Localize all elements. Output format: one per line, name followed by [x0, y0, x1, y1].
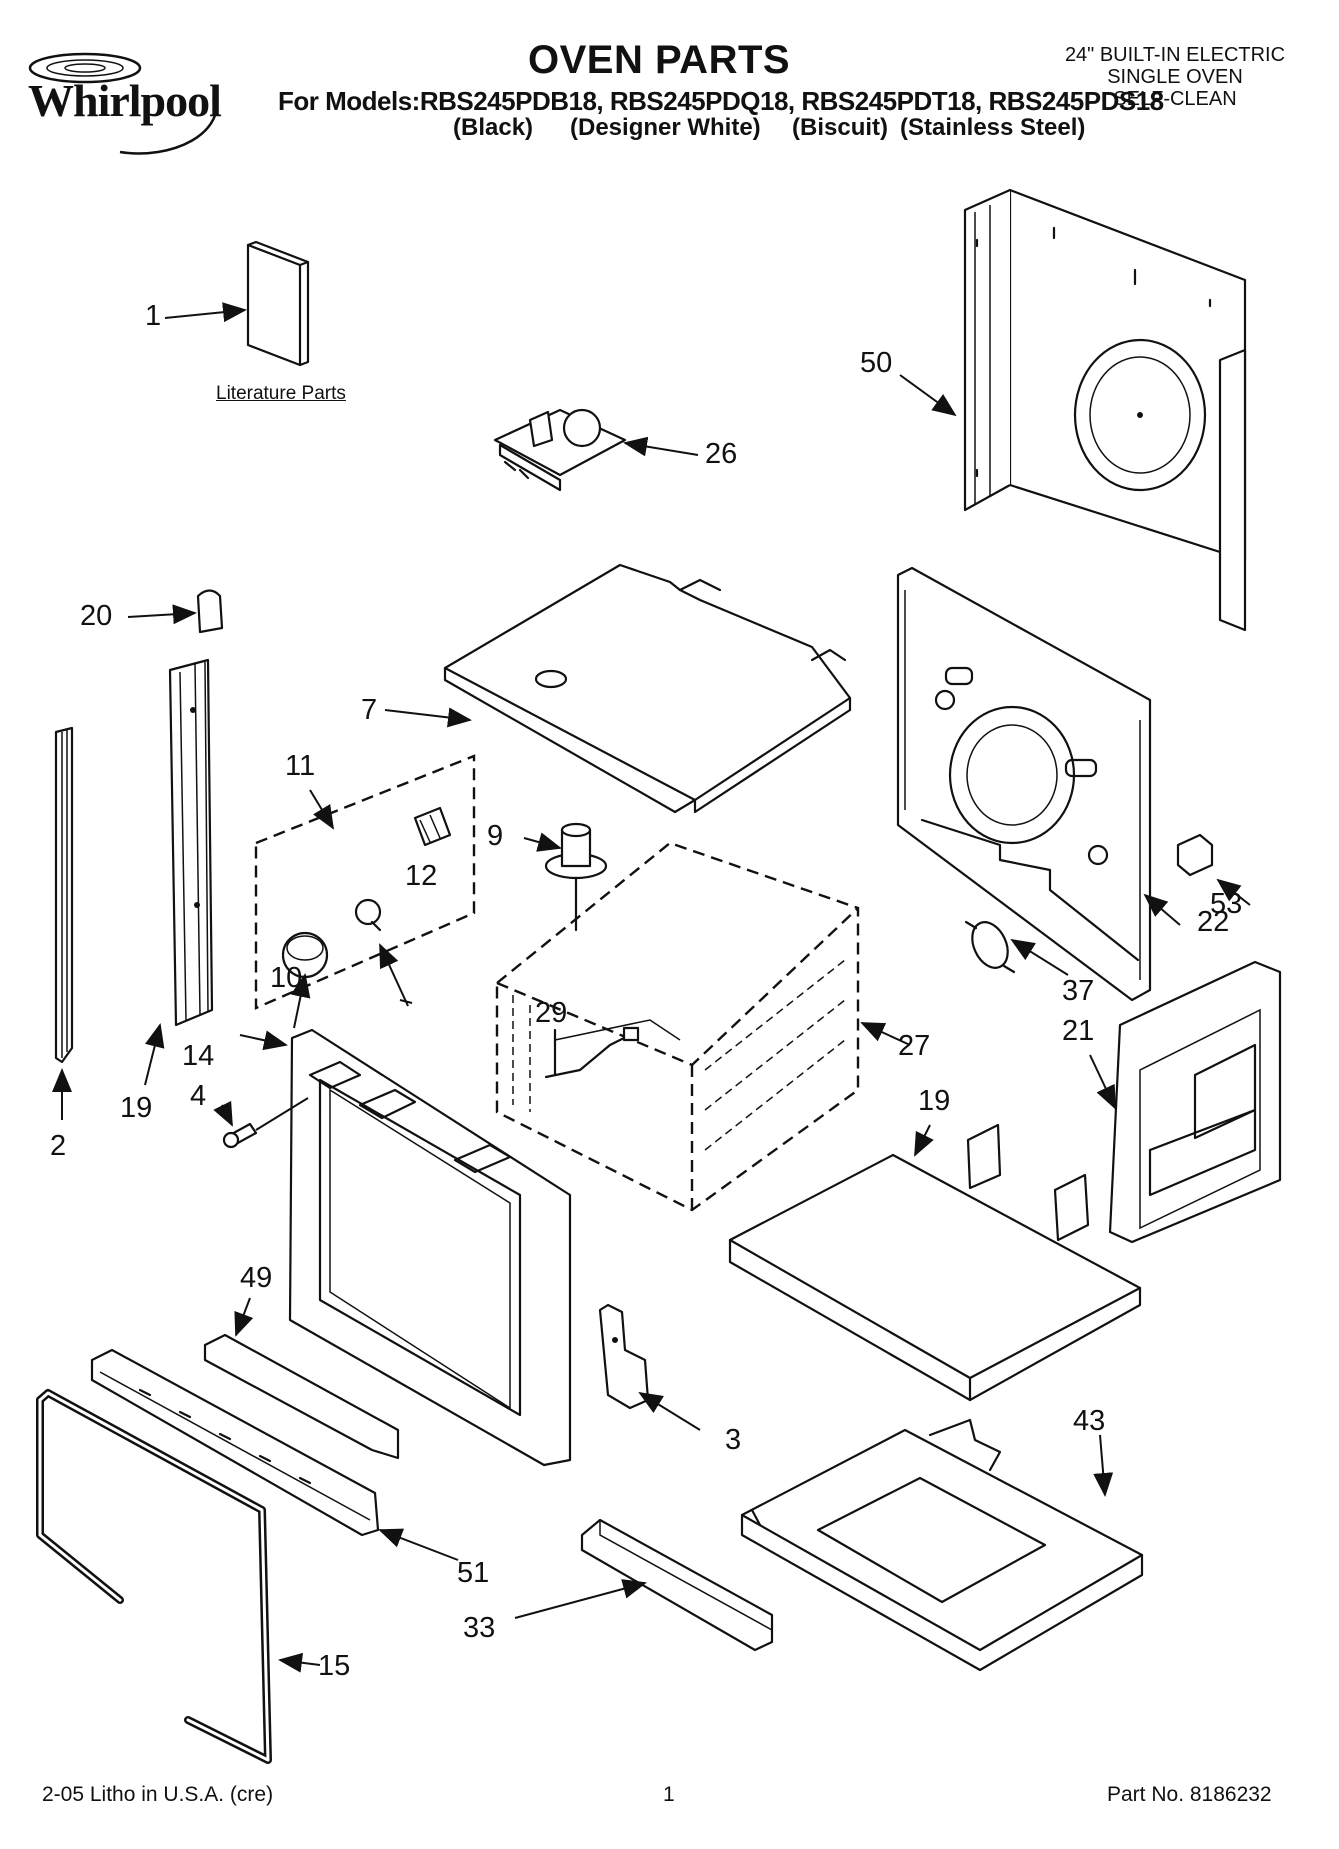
- footer-part-number: Part No. 8186232: [1107, 1783, 1272, 1806]
- back-frame: [896, 566, 1152, 1002]
- variant-black: (Black): [453, 114, 534, 141]
- footer-page-number: 1: [663, 1783, 675, 1806]
- page-title: OVEN PARTS: [528, 38, 791, 82]
- door-lock-assembly: [493, 408, 627, 492]
- callout-19: 19: [918, 1085, 951, 1117]
- callout-20: 20: [80, 600, 113, 632]
- oven-cavity: [495, 841, 860, 1212]
- vent-channel: [203, 1333, 400, 1460]
- literature-parts-label: Literature Parts: [216, 383, 346, 404]
- callout-4: 4: [190, 1080, 207, 1112]
- callout-9: 9: [487, 820, 504, 852]
- spec-line: SINGLE OVEN: [1107, 66, 1243, 88]
- callout-12: 12: [405, 860, 438, 892]
- callout-26: 22: [1197, 906, 1230, 938]
- spec-line: 24" BUILT-IN ELECTRIC: [1064, 44, 1286, 66]
- models-line: For Models:RBS245PDB18, RBS245PDQ18, RBS…: [278, 86, 1164, 116]
- door-gasket: [36, 1389, 272, 1764]
- variant-designer-white: (Designer White): [570, 114, 761, 141]
- callout-2: 2: [50, 1130, 67, 1162]
- spec-block: 24" BUILT-IN ELECTRIC SINGLE OVEN SELF-C…: [1030, 44, 1320, 110]
- callout-11: 11: [285, 750, 316, 782]
- callout-10: 10: [270, 962, 303, 994]
- callout-21: 19: [120, 1092, 153, 1124]
- callout-25: 21: [1062, 1015, 1095, 1047]
- top-cover-panel: [443, 563, 852, 814]
- callout-49: 49: [240, 1262, 273, 1294]
- callout-33: 33: [463, 1612, 496, 1644]
- callout-53: 53: [1210, 888, 1243, 920]
- knob: [281, 931, 329, 979]
- vent-trim: [90, 1348, 380, 1537]
- rear-panel: [963, 188, 1247, 632]
- end-cap: [196, 589, 224, 634]
- angle-strip: [580, 1518, 774, 1652]
- bottom-shelf: [728, 1123, 1142, 1402]
- oven-sensor: [544, 822, 608, 932]
- whirlpool-logo: Whirlpool: [10, 40, 260, 160]
- callout-3: 3: [725, 1424, 742, 1456]
- side-trim-strip: [54, 726, 74, 1064]
- footer-litho: 2-05 Litho in U.S.A. (cre): [42, 1783, 274, 1806]
- variant-biscuit: (Biscuit): [792, 114, 888, 141]
- control-group-outline: [254, 754, 476, 1010]
- callout-29: 29: [535, 997, 568, 1029]
- variant-stainless-steel: (Stainless Steel): [900, 114, 1086, 141]
- hinge-bracket: [598, 1303, 650, 1410]
- screw: [222, 1122, 258, 1149]
- front-frame: [288, 1028, 572, 1467]
- callout-50: 50: [860, 347, 893, 379]
- callout-51: 51: [457, 1557, 490, 1589]
- callout-14: 14: [182, 1040, 215, 1072]
- callout-7: 7: [361, 694, 378, 726]
- mounting-clip: [1176, 833, 1214, 877]
- switch-button: [354, 898, 382, 932]
- callout-22: 26: [705, 438, 738, 470]
- callout-37: 37: [1062, 975, 1095, 1007]
- selector-switch: [413, 806, 452, 847]
- side-panel: [1108, 960, 1282, 1244]
- spec-line: SELF-CLEAN: [1113, 88, 1237, 110]
- brand-name: Whirlpool: [28, 75, 222, 126]
- callout-15: 15: [318, 1650, 351, 1682]
- thermal-limit: [964, 920, 1016, 974]
- bake-element-wire: [544, 1026, 640, 1079]
- callout-43: 43: [1073, 1405, 1106, 1437]
- literature-booklet: [246, 240, 310, 367]
- logo-swirl-icon: [28, 52, 219, 155]
- callout-1: 1: [145, 300, 162, 332]
- side-channel: [168, 658, 214, 1027]
- bottom-tray: [740, 1418, 1144, 1672]
- callout-27: 27: [898, 1030, 931, 1062]
